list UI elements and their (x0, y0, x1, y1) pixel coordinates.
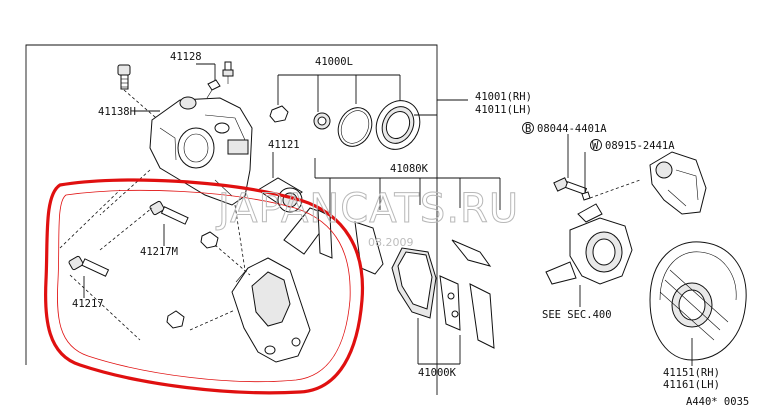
part-08044-4401A-bolt (522, 122, 588, 195)
part-41000L-seal-kit (269, 74, 437, 150)
label-08915-2441A: 08915-2441A (605, 140, 675, 152)
label-08044-4401A: 08044-4401A (537, 123, 607, 135)
caliper-body (149, 96, 253, 206)
label-41000L: 41000L (315, 56, 353, 68)
label-41001-rh: 41001(RH) (475, 91, 532, 103)
label-ref-code: A440* 0035 (686, 396, 749, 408)
label-41011-lh: 41011(LH) (475, 104, 532, 116)
label-41128: 41128 (170, 51, 202, 63)
label-see-sec-400: SEE SEC.400 (542, 309, 612, 321)
watermark-date: 08.2009 (368, 236, 414, 249)
part-08915-2441A-washer (581, 139, 641, 201)
label-41217M: 41217M (140, 246, 178, 258)
part-41151-41161-dust-shield (649, 241, 747, 366)
part-41217M-guide-pin (99, 200, 219, 251)
label-41121: 41121 (268, 139, 300, 151)
steering-knuckle-see-sec-400 (545, 203, 633, 307)
highlight-circle (44, 178, 365, 395)
assembly-frame (25, 44, 468, 365)
part-41000K-brake-pads (391, 247, 461, 365)
label-washer-mark-w: W (592, 140, 599, 152)
label-41138H: 41138H (98, 106, 136, 118)
label-bolt-mark-b: B (525, 123, 531, 135)
caliper-torque-member (231, 257, 311, 363)
label-41161-lh: 41161(LH) (663, 379, 720, 391)
part-41217-guide-pin (59, 189, 185, 341)
watermark-text: JAPANCATS.RU (215, 186, 519, 232)
label-41080K: 41080K (390, 163, 429, 175)
label-41000K: 41000K (418, 367, 457, 379)
label-41151-rh: 41151(RH) (663, 367, 720, 379)
label-41217: 41217 (72, 298, 104, 310)
highlight-inner-circle (57, 190, 351, 383)
part-41138H-pin-bolt (117, 64, 171, 131)
caliper-assembly-reference (649, 151, 707, 215)
part-41128-bleeder-screw (196, 61, 234, 99)
part-41080K-pad-hardware (283, 158, 501, 349)
